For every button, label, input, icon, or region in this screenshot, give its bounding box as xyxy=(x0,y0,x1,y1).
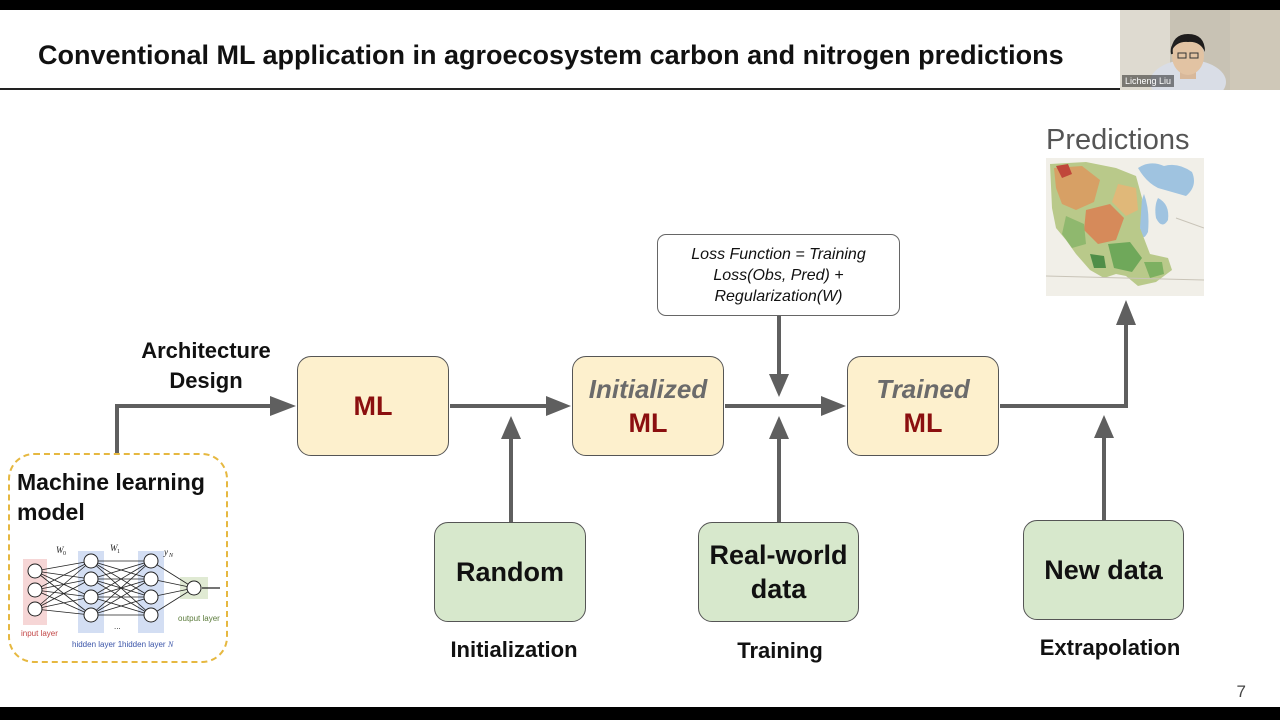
network-node xyxy=(27,582,43,598)
network-edge xyxy=(90,578,152,616)
real-world-data-box: Real-world data xyxy=(698,522,859,622)
arrowhead-trained xyxy=(821,396,846,416)
network-edges xyxy=(34,560,195,616)
network-edge xyxy=(34,560,92,572)
arrowhead-ml xyxy=(270,396,296,416)
hidden-layer-n-label: hidden layer xyxy=(122,640,166,649)
slide: Conventional ML application in agroecosy… xyxy=(0,10,1280,707)
network-node xyxy=(83,589,99,605)
initialization-caption: Initialization xyxy=(450,637,578,662)
page-number: 7 xyxy=(1236,682,1246,701)
network-edge xyxy=(34,560,92,591)
hidden-ellipsis: ... xyxy=(114,622,121,631)
output-yn-label: y xyxy=(163,547,168,557)
network-node xyxy=(143,571,159,587)
webcam-name: Licheng Liu xyxy=(1122,75,1175,87)
architecture-design-label: Architecture Design xyxy=(126,336,286,396)
network-edge xyxy=(90,560,152,616)
slide-title: Conventional ML application in agroecosy… xyxy=(38,40,1064,70)
network-edge xyxy=(34,589,92,616)
arrowhead-loss xyxy=(769,374,789,397)
arrow-model-to-ml xyxy=(115,404,272,453)
architecture-label-line2: Design xyxy=(169,368,243,393)
hidden-layer-n-symbol: N xyxy=(167,640,174,649)
new-data-label: New data xyxy=(1044,555,1163,585)
prediction-map xyxy=(1046,158,1204,296)
real-world-label: Real-world xyxy=(709,540,848,570)
loss-function-box: Loss Function = Training Loss(Obs, Pred)… xyxy=(657,234,900,316)
network-edge xyxy=(150,560,195,589)
network-edge xyxy=(34,560,92,610)
arrow-trained-to-predictions xyxy=(1000,323,1128,408)
network-edge xyxy=(90,560,152,580)
weight-w0-subscript: 0 xyxy=(63,551,66,557)
trained-ml-label: ML xyxy=(903,408,943,438)
loss-function-line1: Loss Function = Training xyxy=(691,245,866,263)
extrapolation-caption: Extrapolation xyxy=(1039,635,1181,660)
network-node xyxy=(143,607,159,623)
network-node xyxy=(83,607,99,623)
ml-model-title-line2: model xyxy=(17,499,85,525)
network-node xyxy=(83,571,99,587)
network-node xyxy=(186,580,202,596)
loss-function-line3: Regularization(W) xyxy=(714,287,843,305)
weight-w1-label: W xyxy=(110,543,119,553)
new-data-box: New data xyxy=(1023,520,1184,620)
network-node xyxy=(27,563,43,579)
network-node xyxy=(143,553,159,569)
arrowhead-initialized xyxy=(546,396,571,416)
network-nodes xyxy=(27,553,202,623)
network-edge xyxy=(34,570,92,616)
initialized-ml-box: Initialized ML xyxy=(572,356,724,456)
network-edge xyxy=(90,596,152,616)
arrowhead-predictions xyxy=(1116,300,1136,325)
ml-box: ML xyxy=(297,356,449,456)
network-edge xyxy=(34,589,92,598)
network-edge xyxy=(34,596,92,610)
arrowhead-random xyxy=(501,416,521,439)
network-node xyxy=(27,601,43,617)
arrowhead-newdata xyxy=(1094,415,1114,438)
hidden-layer-1-label: hidden layer 1 xyxy=(72,640,123,649)
flow-arrows xyxy=(115,300,1136,522)
ml-model-title-line1: Machine learning xyxy=(17,469,205,495)
random-label: Random xyxy=(456,557,564,587)
network-node xyxy=(143,589,159,605)
trained-label: Trained xyxy=(876,374,970,404)
network-edge xyxy=(34,570,92,580)
network-node xyxy=(83,553,99,569)
neural-network-diagram: input layer hidden layer 1 hidden layer … xyxy=(21,543,220,649)
weight-w1-subscript: 1 xyxy=(117,549,120,555)
training-caption: Training xyxy=(737,638,823,663)
ml-box-label: ML xyxy=(353,391,393,421)
webcam-thumbnail[interactable]: Licheng Liu xyxy=(1120,10,1280,90)
network-edge xyxy=(90,560,152,598)
initialized-label: Initialized xyxy=(588,374,708,404)
input-layer-label: input layer xyxy=(21,629,58,638)
output-yn-subscript: N xyxy=(168,553,174,559)
machine-learning-model-card: Machine learning model input layer hidde… xyxy=(8,453,228,663)
network-edge xyxy=(34,570,92,598)
architecture-label-line1: Architecture xyxy=(141,338,271,363)
loss-function-line2: Loss(Obs, Pred) + xyxy=(713,266,844,284)
network-edge xyxy=(34,608,92,616)
trained-ml-box: Trained ML xyxy=(847,356,999,456)
network-edge xyxy=(34,578,92,610)
initialized-ml-label: ML xyxy=(628,408,668,438)
network-edge xyxy=(150,587,195,616)
weight-w0-label: W xyxy=(56,545,65,555)
title-underline xyxy=(0,88,1122,90)
output-layer-label: output layer xyxy=(178,614,220,623)
real-world-data-label: data xyxy=(750,574,807,604)
random-box: Random xyxy=(434,522,586,622)
arrowhead-realworld xyxy=(769,416,789,439)
predictions-title: Predictions xyxy=(1046,124,1190,156)
presenter-video xyxy=(1120,10,1280,90)
machine-learning-model-title: Machine learning model xyxy=(17,467,205,527)
